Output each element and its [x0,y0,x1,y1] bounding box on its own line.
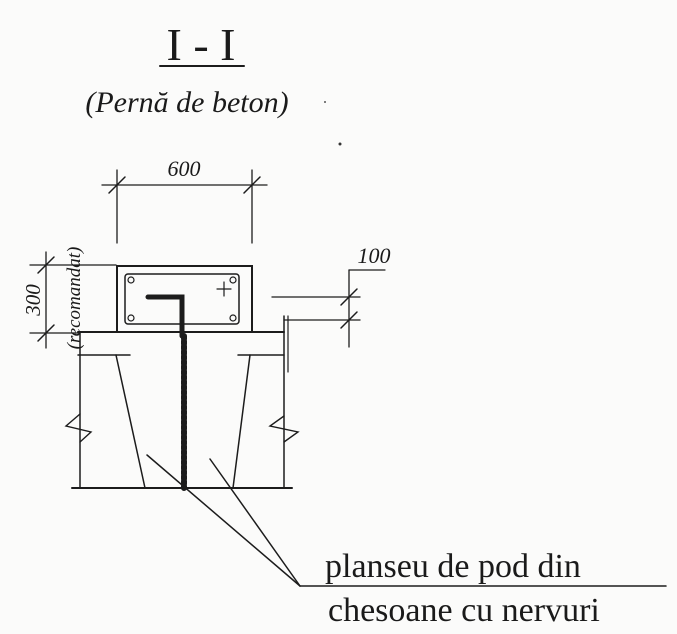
dimension-offset-label: 100 [358,243,391,268]
dimension-height: 300 (recomandat) [21,247,117,350]
dimension-width-label: 600 [168,156,201,181]
section-title: I - I [167,19,236,70]
callout-line-2: chesoane cu nervuri [328,592,600,629]
scan-speck [324,101,326,103]
callout-leaders [146,454,667,587]
dimension-height-note: (recomandat) [64,247,85,350]
dimension-width: 600 [101,156,268,244]
callout-line-1: planseu de pod din [325,548,581,585]
section-subtitle: (Pernă de beton) [85,86,288,119]
scan-speck [338,142,342,146]
dimension-height-label: 300 [21,284,45,317]
concrete-pad [116,265,253,339]
dimension-offset: 100 [271,243,391,348]
